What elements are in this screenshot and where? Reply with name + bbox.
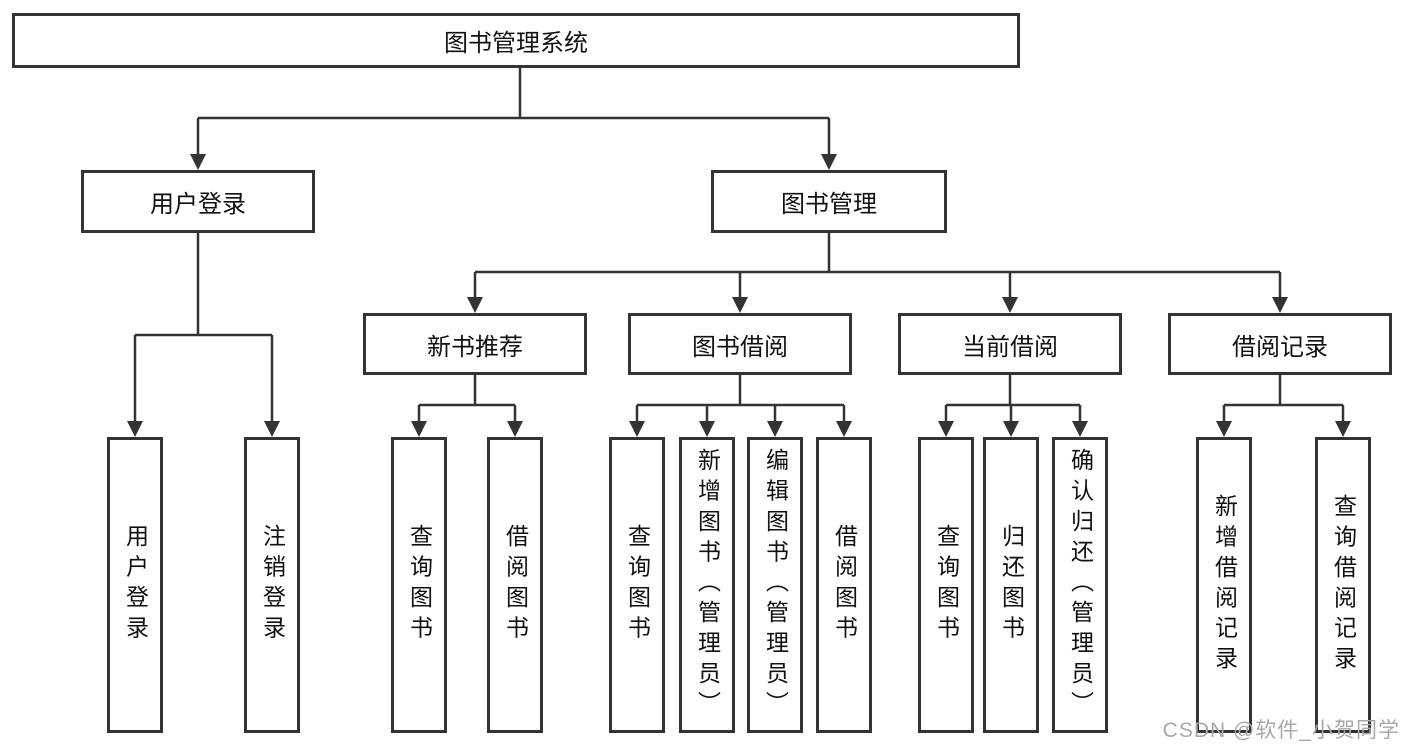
arrowhead <box>1003 421 1019 437</box>
leaf-return-books: 归还图书 <box>983 437 1039 733</box>
leaf-label: 新增图书（管理员） <box>694 448 721 722</box>
arrowhead <box>732 297 748 313</box>
arrowhead <box>767 421 783 437</box>
node-book-borrowing: 图书借阅 <box>628 313 852 375</box>
leaf-query-borrow-record: 查询借阅记录 <box>1315 437 1371 733</box>
node-root-library-system: 图书管理系统 <box>12 13 1020 68</box>
node-borrowing-records: 借阅记录 <box>1168 313 1392 375</box>
leaf-label: 注销登录 <box>259 524 286 646</box>
arrowhead <box>264 421 280 437</box>
arrowhead <box>1002 297 1018 313</box>
arrowhead <box>938 421 954 437</box>
leaf-label: 查询图书 <box>406 524 433 646</box>
leaf-label: 查询图书 <box>933 524 960 646</box>
arrowhead <box>507 421 523 437</box>
node-user-login: 用户登录 <box>81 170 315 233</box>
leaf-query-books-borrowing: 查询图书 <box>609 437 665 733</box>
leaf-label: 查询借阅记录 <box>1330 493 1357 677</box>
leaf-label: 借阅图书 <box>502 524 529 646</box>
leaf-query-books-current: 查询图书 <box>918 437 974 733</box>
leaf-edit-books-admin: 编辑图书（管理员） <box>747 437 803 733</box>
arrowhead <box>699 421 715 437</box>
leaf-add-borrow-record: 新增借阅记录 <box>1196 437 1252 733</box>
leaf-borrow-books-recommend: 借阅图书 <box>487 437 543 733</box>
leaf-query-books-recommend: 查询图书 <box>391 437 447 733</box>
node-current-borrowing: 当前借阅 <box>898 313 1122 375</box>
csdn-watermark: CSDN @软件_小贺同学 <box>1162 719 1400 742</box>
arrowhead <box>1216 421 1232 437</box>
node-book-management: 图书管理 <box>711 170 947 233</box>
arrowhead <box>1272 297 1288 313</box>
leaf-borrow-books-borrowing: 借阅图书 <box>816 437 872 733</box>
leaf-user-login: 用户登录 <box>107 437 163 733</box>
arrowhead <box>821 154 837 170</box>
arrowhead <box>127 421 143 437</box>
leaf-add-books-admin: 新增图书（管理员） <box>679 437 735 733</box>
arrowhead <box>629 421 645 437</box>
leaf-label: 新增借阅记录 <box>1211 493 1238 677</box>
leaf-logout-login: 注销登录 <box>244 437 300 733</box>
leaf-label: 借阅图书 <box>831 524 858 646</box>
arrowhead <box>190 154 206 170</box>
leaf-confirm-return-admin: 确认归还（管理员） <box>1052 437 1108 733</box>
leaf-label: 编辑图书（管理员） <box>762 448 789 722</box>
leaf-label: 确认归还（管理员） <box>1067 448 1094 722</box>
arrowhead <box>836 421 852 437</box>
node-new-book-recommend: 新书推荐 <box>363 313 587 375</box>
leaf-label: 归还图书 <box>998 524 1025 646</box>
leaf-label: 用户登录 <box>122 524 149 646</box>
arrowhead <box>467 297 483 313</box>
arrowhead <box>1072 421 1088 437</box>
arrowhead <box>411 421 427 437</box>
arrowhead <box>1335 421 1351 437</box>
leaf-label: 查询图书 <box>624 524 651 646</box>
